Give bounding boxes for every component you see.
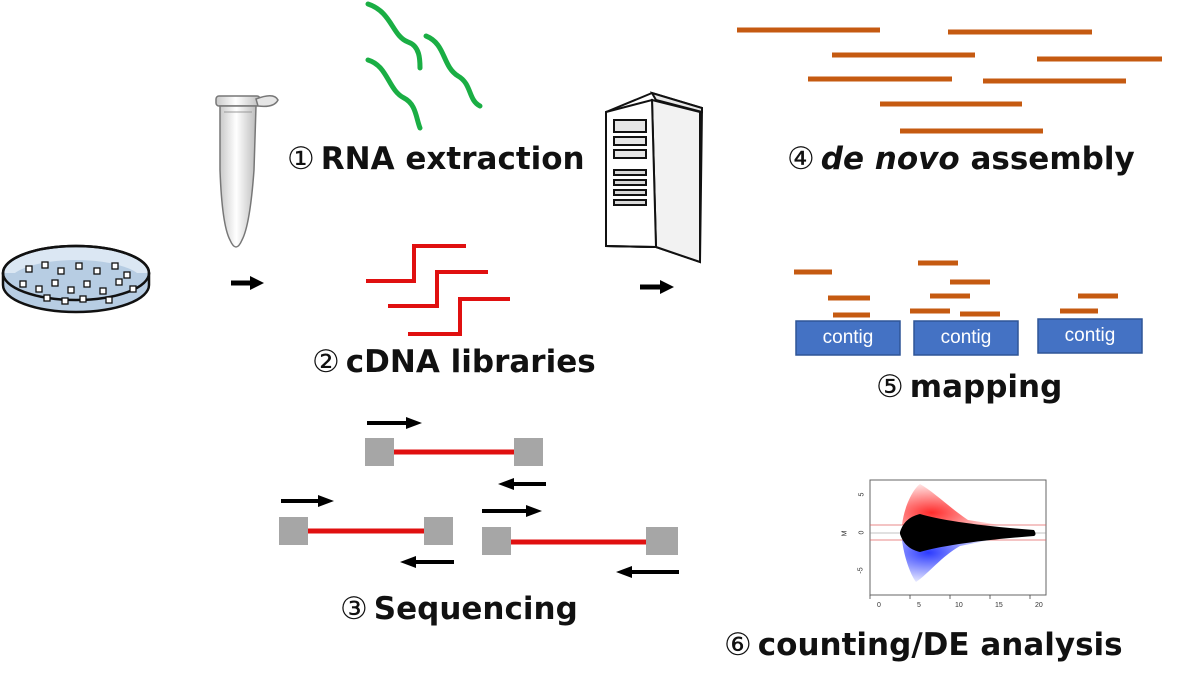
contig-label-1: contig (822, 327, 874, 348)
contig-label-3: contig (1064, 325, 1116, 346)
step-6-number: ⑥ (724, 627, 752, 663)
step-5-number: ⑤ (876, 369, 904, 405)
ma-plot-y-tick-1: 5 (858, 492, 866, 497)
ma-plot-x-tick-5: 20 (1035, 602, 1043, 609)
server-icon (605, 91, 704, 264)
contig-box-3 (1037, 318, 1143, 354)
step-6-text: counting/DE analysis (757, 627, 1123, 663)
contig-boxes (795, 318, 1143, 356)
ma-plot-x-tick-2: 5 (917, 602, 921, 609)
sequencing-reads-icon (279, 417, 679, 578)
mapping-reads (794, 260, 1118, 318)
petri-dish-icon (1, 244, 151, 314)
step-1-number: ① (287, 141, 315, 177)
step-2-text: cDNA libraries (345, 344, 596, 380)
tube-icon (215, 95, 279, 248)
ma-plot-y-tick-2: 0 (858, 530, 866, 535)
ma-plot-x-tick-3: 10 (955, 602, 963, 609)
cdna-libraries-icon (366, 244, 510, 336)
step-5-text: mapping (909, 369, 1063, 405)
contig-label-2: contig (940, 327, 992, 348)
flow-arrow-2 (640, 280, 674, 294)
step-4-text: assembly (959, 141, 1135, 177)
step-1-text: RNA extraction (320, 141, 585, 177)
step-3-number: ③ (340, 591, 368, 627)
rna-strands-icon (365, 1, 483, 131)
step-4-text-italic: de novo (820, 141, 960, 177)
ma-plot-x-tick-1: 0 (877, 602, 881, 609)
step-4-number: ④ (787, 141, 815, 177)
ma-plot-y-tick-3: -5 (857, 567, 865, 574)
step-2-number: ② (312, 344, 340, 380)
flow-arrow-1 (231, 276, 264, 290)
ma-plot-x-tick-4: 15 (995, 602, 1003, 609)
contig-box-1 (795, 320, 901, 356)
step-3-text: Sequencing (373, 591, 578, 627)
assembly-reads (737, 27, 1162, 134)
ma-plot (869, 479, 1047, 599)
contig-box-2 (913, 320, 1019, 356)
ma-plot-y-axis-label: M (841, 530, 849, 537)
